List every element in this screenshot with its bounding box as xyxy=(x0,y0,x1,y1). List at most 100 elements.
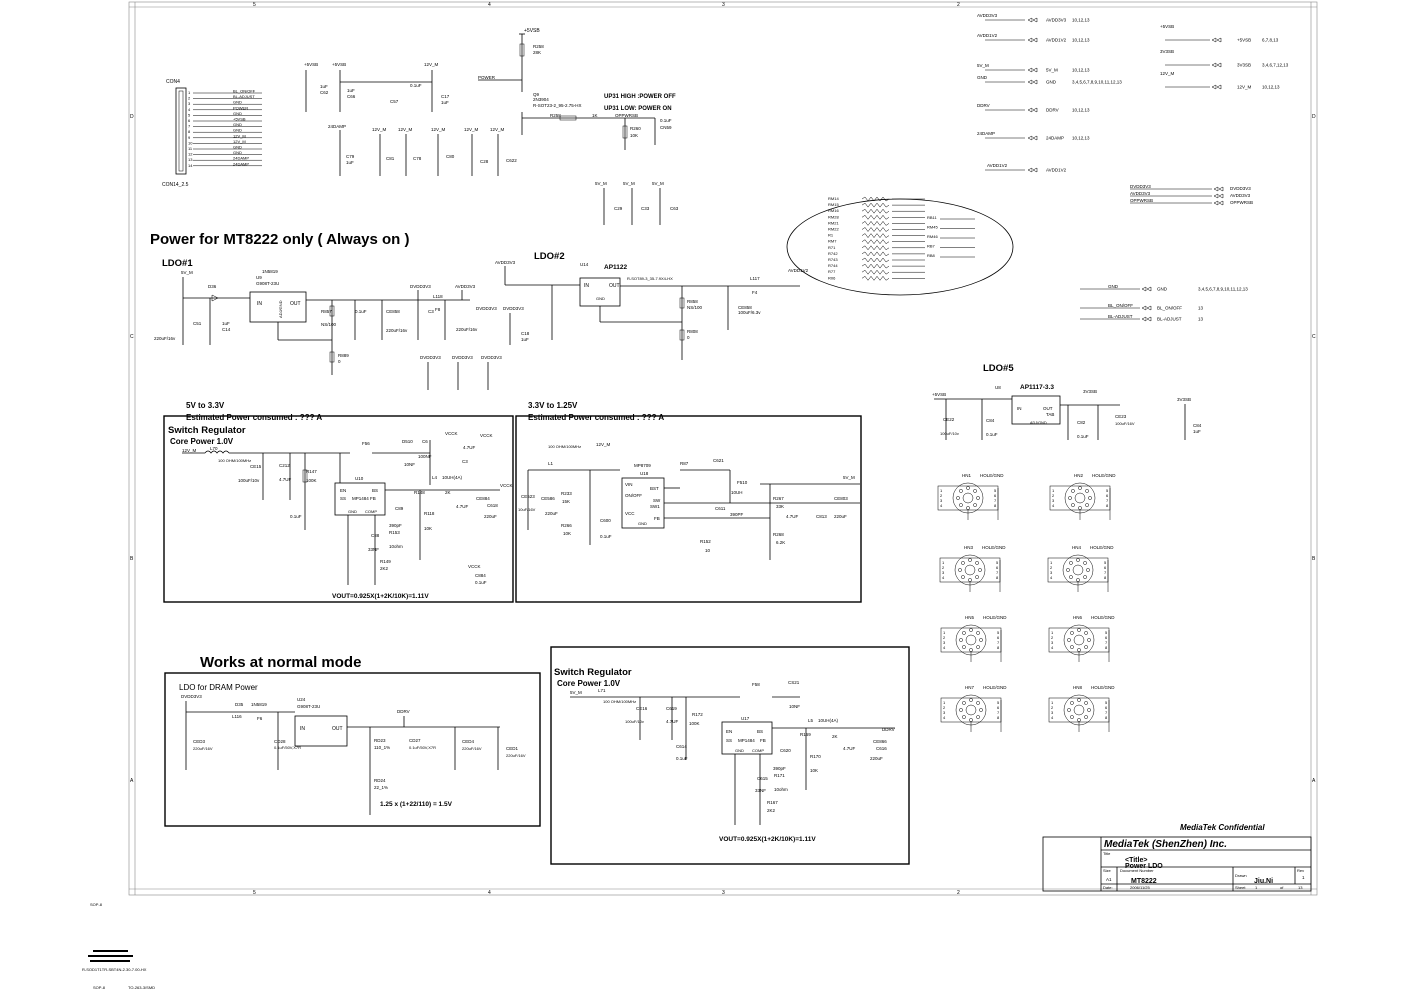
net-label: DDRV xyxy=(1046,108,1059,113)
hole-pin: 4 xyxy=(940,503,943,508)
vout-formula: VOUT=0.925X(1+2K/10K)=1.11V xyxy=(332,593,429,600)
connector-pin-number: 9 xyxy=(188,135,191,140)
offpage-arrow xyxy=(1141,316,1152,322)
hole-pad xyxy=(1084,631,1088,635)
svg-text:GND: GND xyxy=(348,509,357,514)
hole-pad xyxy=(976,701,980,705)
border-col-label: 3 xyxy=(722,2,725,8)
hole-outline xyxy=(955,624,987,656)
hole-pad xyxy=(969,698,973,702)
svg-text:5V_M: 5V_M xyxy=(652,181,664,186)
svg-text:L70: L70 xyxy=(210,446,218,451)
svg-text:C89: C89 xyxy=(395,506,404,511)
switch-regulator-box-1 xyxy=(163,415,514,603)
ldo5-circuit: U8 AP1117-3.3 +5VSB CE22 100uF/10v C84 0… xyxy=(932,384,1202,440)
svg-text:DVDD3V3: DVDD3V3 xyxy=(452,355,473,360)
svg-text:Date:: Date: xyxy=(1103,885,1113,890)
net-label: DVDD3V3 xyxy=(1230,186,1251,191)
offpage-arrow xyxy=(1213,200,1224,206)
hole-pad xyxy=(1088,496,1092,500)
hole-pin: 8 xyxy=(994,503,997,508)
hole-pad xyxy=(1068,496,1072,500)
resistor-ref: RM15 xyxy=(828,202,839,207)
svg-text:IN: IN xyxy=(1017,406,1022,411)
hole-label: HOLE/GND xyxy=(1091,615,1115,620)
resistor-symbol xyxy=(861,202,890,208)
svg-text:2K2: 2K2 xyxy=(767,808,776,813)
svg-text:OUT: OUT xyxy=(332,726,343,732)
offpage-arrow xyxy=(1211,84,1222,90)
hole-pad xyxy=(1069,561,1073,565)
svg-text:BS: BS xyxy=(372,488,378,493)
5v-decoupling: 5V_M 5V_M 5V_M C29 C33 C63 xyxy=(595,181,679,225)
svg-text:DVDD3V3: DVDD3V3 xyxy=(410,284,431,289)
svg-text:C17: C17 xyxy=(441,94,450,99)
svg-text:L116: L116 xyxy=(232,714,242,719)
svg-text:C616: C616 xyxy=(876,746,887,751)
svg-text:R171: R171 xyxy=(774,773,785,778)
svg-text:U10: U10 xyxy=(355,476,364,481)
hole-pin: 6 xyxy=(1104,565,1107,570)
resistor-symbol xyxy=(861,227,890,232)
svg-text:GND: GND xyxy=(735,748,744,753)
net-pages: 10,12,13 xyxy=(1262,85,1280,90)
svg-text:DVDD3V3: DVDD3V3 xyxy=(181,694,202,699)
svg-text:C618: C618 xyxy=(487,503,498,508)
hole-pin: 6 xyxy=(1105,635,1108,640)
svg-text:C14: C14 xyxy=(222,327,231,332)
svg-text:28K: 28K xyxy=(533,50,541,55)
hole-pad xyxy=(968,578,972,582)
hole-pad xyxy=(969,718,973,722)
svg-text:12V_M: 12V_M xyxy=(424,62,439,67)
hole-pin: 1 xyxy=(940,488,943,493)
hole-pad xyxy=(958,568,962,572)
hole-pin: 5 xyxy=(996,560,999,565)
svg-text:1uF: 1uF xyxy=(1193,429,1201,434)
title-value: Power LDO xyxy=(1125,863,1163,870)
offpage-arrow xyxy=(1027,37,1038,43)
hole-pin: 5 xyxy=(1105,630,1108,635)
svg-text:L5: L5 xyxy=(808,718,814,723)
hole-pad xyxy=(976,496,980,500)
hole-center xyxy=(965,704,977,716)
svg-text:100 OHM/100MHz: 100 OHM/100MHz xyxy=(603,699,636,704)
svg-text:R260: R260 xyxy=(630,126,641,131)
hole-pad xyxy=(959,503,963,507)
resistor-symbol xyxy=(861,257,890,263)
hole-outline xyxy=(952,482,984,514)
hole-pin: 2 xyxy=(1052,493,1055,498)
hole-ref: HN5 xyxy=(965,615,974,620)
net-name: 24DAMP xyxy=(977,131,995,136)
svg-text:OUT: OUT xyxy=(1043,406,1053,411)
resistor-symbol xyxy=(861,263,890,269)
net-label: +5VSB xyxy=(524,28,540,34)
svg-text:C212: C212 xyxy=(279,463,290,468)
hole-pad xyxy=(959,489,963,493)
svg-text:ADJ/GND: ADJ/GND xyxy=(278,300,283,318)
svg-text:GND: GND xyxy=(638,521,647,526)
svg-text:0.1uF: 0.1uF xyxy=(290,514,302,519)
ldo2-label: LDO#2 xyxy=(534,251,565,262)
svg-text:AVDD3V3: AVDD3V3 xyxy=(455,284,476,289)
svg-text:L1: L1 xyxy=(548,461,554,466)
hole-pad xyxy=(1067,708,1071,712)
mp8709-circuit: 100 OHM/100MHz 12V_M L1 CE523 10uF/16V C… xyxy=(518,442,860,560)
hole-outline xyxy=(954,554,986,586)
svg-text:CE866: CE866 xyxy=(873,739,887,744)
hole-pad xyxy=(1085,503,1089,507)
svg-text:C619: C619 xyxy=(666,706,677,711)
document-number: MT8222 xyxy=(1131,878,1157,885)
connector-pin-number: 8 xyxy=(188,129,191,134)
hole-pad xyxy=(1070,701,1074,705)
svg-text:C18: C18 xyxy=(521,331,530,336)
net-pages: 10,12,13 xyxy=(1072,38,1090,43)
svg-text:2K: 2K xyxy=(832,734,838,739)
svg-text:100 OHM/100MHz: 100 OHM/100MHz xyxy=(218,458,251,463)
net-name: AVDD1V2 xyxy=(987,163,1008,168)
net-name: 3V3SB xyxy=(1160,49,1174,54)
